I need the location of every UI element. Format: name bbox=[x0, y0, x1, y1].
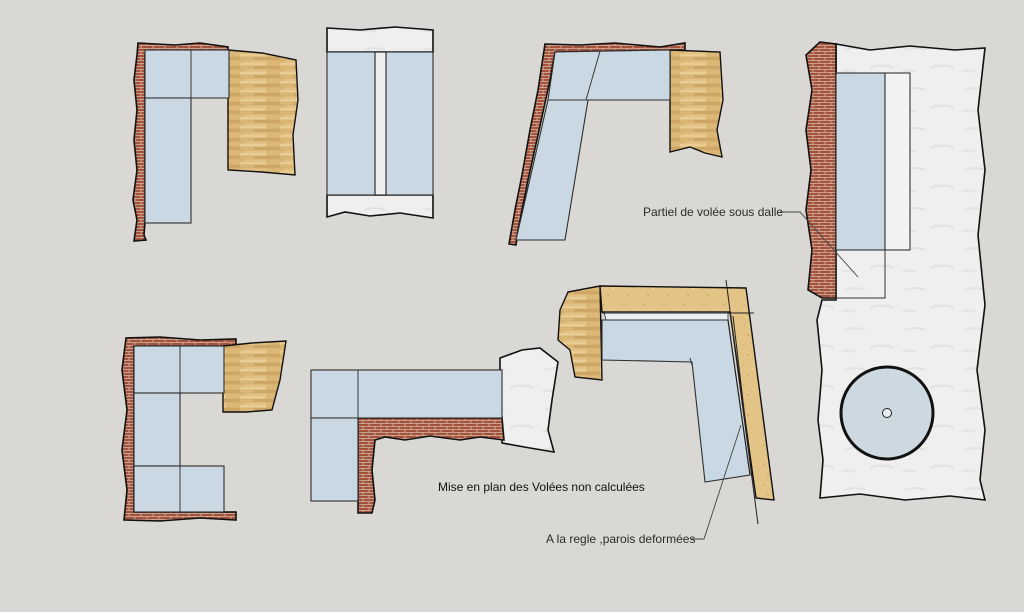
timber-floor bbox=[227, 49, 299, 176]
plan-6-l-flight bbox=[310, 347, 559, 514]
newel-post bbox=[882, 408, 892, 418]
central-stringer bbox=[374, 51, 387, 196]
timber-floor bbox=[557, 285, 603, 381]
step bbox=[144, 49, 230, 99]
stone-slab-top bbox=[326, 26, 434, 53]
step bbox=[310, 417, 359, 502]
label-partial-flight: Partiel de volée sous dalle bbox=[643, 205, 783, 219]
label-deformed-walls: A la regle ,parois deformées bbox=[546, 532, 695, 546]
step bbox=[835, 72, 886, 251]
brick-wall bbox=[132, 42, 229, 242]
plan-7-flight-deformed-walls bbox=[557, 279, 775, 525]
timber-floor bbox=[222, 340, 287, 413]
step bbox=[133, 465, 225, 513]
step bbox=[515, 49, 671, 241]
plan-4-flight-with-opening bbox=[805, 41, 987, 501]
plan-5-u-flight bbox=[121, 336, 287, 522]
landing bbox=[884, 72, 911, 251]
step bbox=[601, 319, 751, 483]
caption-main: Mise en plan des Volées non calculées bbox=[438, 480, 645, 494]
timber-floor bbox=[669, 49, 724, 158]
brick-wall bbox=[508, 42, 686, 246]
leader-line bbox=[691, 424, 742, 540]
sandstone-wall bbox=[599, 285, 775, 501]
step bbox=[133, 345, 225, 394]
brick-wall bbox=[805, 41, 837, 299]
step bbox=[310, 369, 503, 419]
step bbox=[133, 392, 181, 467]
plan-1-l-flight bbox=[132, 42, 299, 242]
step bbox=[144, 97, 192, 224]
brick-wall bbox=[121, 336, 237, 522]
stone-slab-bottom bbox=[326, 194, 434, 219]
plan-3-angled-flight bbox=[508, 42, 724, 246]
straightedge-line bbox=[725, 279, 759, 525]
plan-2-straight-flight bbox=[326, 26, 434, 219]
leader-line bbox=[780, 211, 859, 278]
brick-wall bbox=[357, 417, 505, 514]
partial-flight-outline bbox=[835, 249, 886, 299]
stone-slab bbox=[499, 347, 559, 453]
